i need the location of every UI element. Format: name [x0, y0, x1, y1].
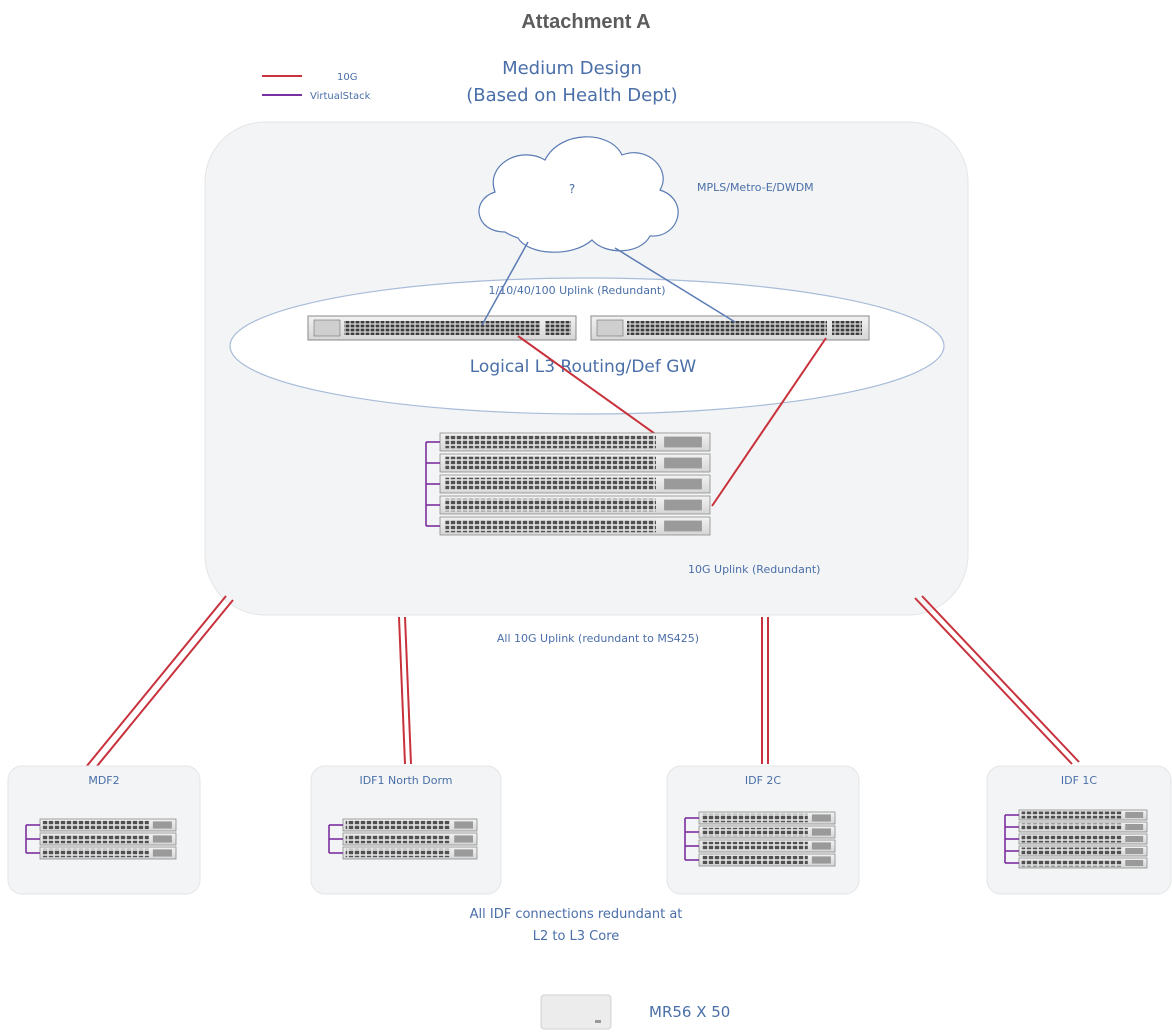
idf-stack-unit — [698, 839, 836, 853]
core-switch-right — [590, 315, 870, 341]
attachment-title: Attachment A — [521, 11, 650, 33]
core-10g-link-right — [711, 337, 827, 507]
idf-closet-name: IDF 2C — [745, 774, 782, 787]
footer-note-line1: All IDF connections redundant at — [470, 907, 683, 922]
core-switch-stack — [425, 432, 711, 536]
wan-label: MPLS/Metro-E/DWDM — [697, 181, 814, 194]
core-switch-left — [307, 315, 577, 341]
core-stack-unit — [439, 432, 711, 452]
idf-stack-unit — [342, 846, 478, 860]
idf-stack-unit — [1018, 845, 1148, 857]
idf1-uplink-b — [404, 616, 412, 765]
idf-stack-unit — [698, 811, 836, 825]
idf-closet-name: IDF 1C — [1061, 774, 1098, 787]
idf-stack-unit — [39, 846, 177, 860]
idf-stack-unit — [1018, 833, 1148, 845]
design-subtitle: (Based on Health Dept) — [466, 85, 677, 106]
idf-uplinks — [85, 595, 1080, 772]
legend-10g-label: 10G — [337, 72, 357, 83]
wan-link-left — [481, 241, 529, 326]
l3-routing-ellipse — [229, 277, 945, 415]
idf-closet-name: IDF1 North Dorm — [359, 774, 452, 787]
ap-label: MR56 X 50 — [649, 1003, 730, 1021]
idf-closet: IDF1 North Dorm — [310, 765, 502, 895]
idf-stack-unit — [342, 832, 478, 846]
wan-cloud-icon — [478, 136, 679, 253]
all-uplink-label: All 10G Uplink (redundant to MS425) — [497, 632, 699, 645]
idf-stack-unit — [1018, 809, 1148, 821]
access-point-icon — [540, 994, 612, 1030]
legend-virtualstack-label: VirtualStack — [310, 91, 371, 102]
idf-stack-unit — [698, 853, 836, 867]
legend: 10G VirtualStack — [262, 72, 371, 102]
idf-stack-unit — [39, 818, 177, 832]
wan-link-right — [614, 247, 736, 323]
cloud-label: ? — [569, 182, 575, 196]
idf-stack-unit — [342, 818, 478, 832]
core-10g-link-left — [517, 335, 659, 437]
idf1-uplink-a — [398, 616, 406, 765]
stack-uplink-label: 10G Uplink (Redundant) — [688, 563, 820, 576]
idf1c-uplink-b — [921, 595, 1080, 763]
idf-stack-unit — [1018, 857, 1148, 869]
footer-note-line2: L2 to L3 Core — [533, 929, 620, 944]
idf-closet: MDF2 — [7, 765, 201, 895]
core-stack-unit — [439, 495, 711, 515]
idf-stack-unit — [1018, 821, 1148, 833]
design-title: Medium Design — [502, 58, 642, 79]
routing-label: Logical L3 Routing/Def GW — [470, 357, 697, 377]
idf-stack-unit — [39, 832, 177, 846]
idf-closet: IDF 1C — [986, 765, 1172, 895]
idf-closet: IDF 2C — [666, 765, 860, 895]
core-stack-unit — [439, 516, 711, 536]
mdf2-uplink-b — [92, 599, 234, 772]
mdf2-uplink-a — [85, 595, 227, 768]
idf1c-uplink-a — [914, 597, 1073, 765]
idf-stack-unit — [698, 825, 836, 839]
idf-closets: MDF2 IDF1 North Dorm IDF 2C IDF 1C — [7, 765, 1172, 895]
idf-closet-name: MDF2 — [88, 774, 119, 787]
core-stack-unit — [439, 453, 711, 473]
core-stack-unit — [439, 474, 711, 494]
uplink-label: 1/10/40/100 Uplink (Redundant) — [488, 284, 665, 297]
